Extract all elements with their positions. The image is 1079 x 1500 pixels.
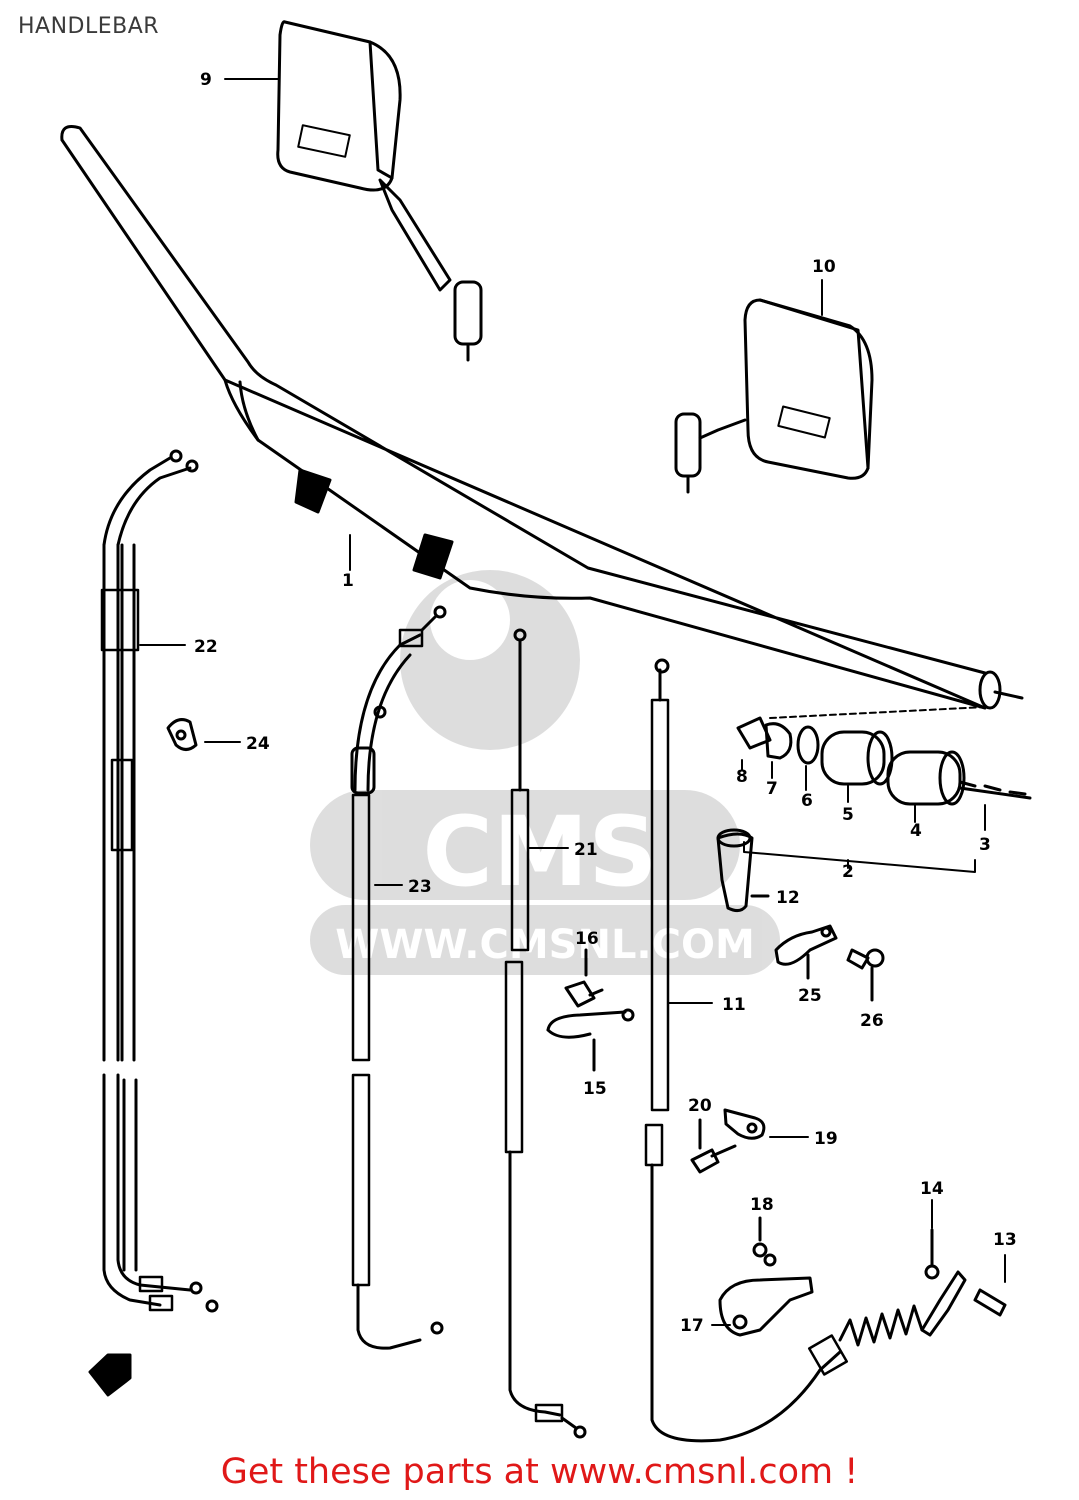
watermark: CMS WWW.CMSNL.COM (310, 570, 780, 975)
callout-20: 20 (688, 1096, 712, 1116)
clip-part-16 (564, 948, 604, 1008)
watermark-logo: CMS (422, 796, 657, 908)
bracket-part-17 (718, 1216, 814, 1337)
screw-part-26 (846, 948, 885, 1002)
front-arrow-marker (88, 1353, 132, 1397)
clip-part-19 (723, 1108, 766, 1140)
callout-14: 14 (920, 1179, 944, 1199)
callout-21: 21 (574, 840, 598, 860)
clamp-part-25 (774, 924, 838, 980)
clutch-cable-part-11 (644, 658, 849, 1443)
callout-26: 26 (860, 1011, 884, 1031)
callout-13: 13 (993, 1230, 1017, 1250)
band-part-15 (546, 1008, 635, 1072)
callout-1: 1 (342, 571, 354, 591)
callout-17: 17 (680, 1316, 704, 1336)
callout-25: 25 (798, 986, 822, 1006)
callout-9: 9 (200, 70, 212, 90)
callout-12: 12 (776, 888, 800, 908)
mirror-part-9 (276, 20, 483, 362)
callout-15: 15 (583, 1079, 607, 1099)
callout-6: 6 (801, 791, 813, 811)
bolt-part-20 (690, 1118, 737, 1174)
watermark-url: WWW.CMSNL.COM (335, 922, 755, 968)
callout-8: 8 (736, 767, 748, 787)
callout-18: 18 (750, 1195, 774, 1215)
clamp-part-24 (166, 718, 198, 751)
callout-11: 11 (722, 995, 746, 1015)
mirror-part-10 (674, 298, 874, 494)
throttle-cable-part-22 (100, 449, 219, 1313)
callout-7: 7 (766, 779, 778, 799)
callout-23: 23 (408, 877, 432, 897)
grip-part-12 (716, 828, 770, 913)
leader-lines (139, 78, 1006, 1326)
parts-shop-link[interactable]: Get these parts at www.cmsnl.com ! (220, 1452, 859, 1492)
callout-3: 3 (979, 835, 991, 855)
cable-part-21 (504, 628, 587, 1439)
callout-2: 2 (842, 862, 854, 882)
cable-adjuster-spring (838, 1228, 1007, 1347)
cable-part-23 (350, 605, 447, 1350)
callout-16: 16 (575, 929, 599, 949)
callout-5: 5 (842, 805, 854, 825)
callout-10: 10 (812, 257, 836, 277)
page-title: HANDLEBAR (18, 14, 160, 39)
callout-22: 22 (194, 637, 218, 657)
callout-19: 19 (814, 1129, 838, 1149)
callout-labels: 1 2 3 4 5 6 7 8 9 10 11 12 13 14 15 16 1… (194, 70, 1017, 1336)
callout-24: 24 (246, 734, 270, 754)
handlebar-part-1 (60, 125, 1024, 710)
bar-end-assembly (736, 706, 1032, 873)
callout-4: 4 (910, 821, 922, 841)
